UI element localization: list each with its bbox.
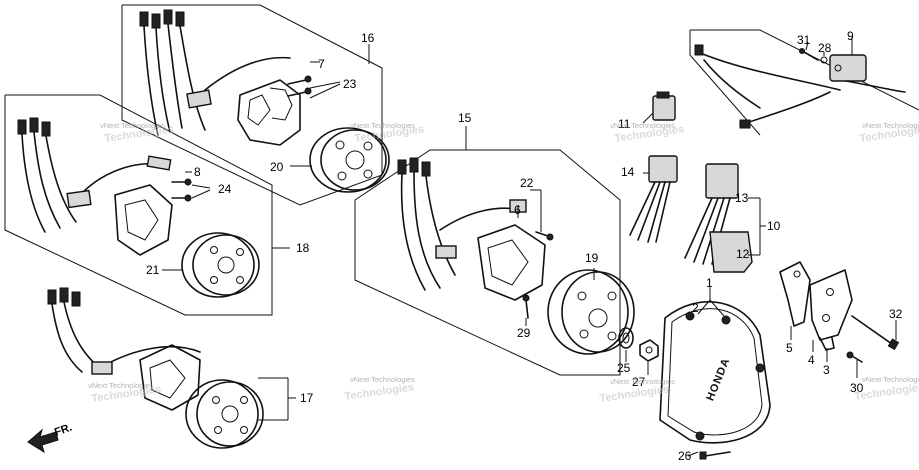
watermark-text: vNext Technologies [862,121,919,130]
watermark-text: vNext Technologies [100,121,165,130]
callout-5: 5 [786,341,793,355]
callout-31: 31 [797,33,811,47]
group-18-outline [4,94,273,316]
group-15-outline [354,149,621,376]
callout-6: 6 [514,203,521,217]
callout-24: 24 [218,182,232,196]
ignition-wiring-9 [689,29,919,136]
watermark-text: vNext Technologies [350,121,415,130]
callout-28: 28 [818,41,832,55]
watermark-text: Technologies [344,381,415,403]
stator-assembly-17 [47,287,264,449]
callout-27: 27 [632,375,646,389]
callout-18: 18 [296,241,310,255]
callout-3: 3 [823,363,830,377]
watermark-text: vNext Technologies [88,381,153,390]
callout-10: 10 [767,219,781,233]
callout-23: 23 [343,77,357,91]
mounting-brackets [779,261,853,351]
stator-assembly-18 [17,117,260,298]
stator-assembly-16 [139,9,390,193]
leader-lines [162,37,897,457]
callout-16: 16 [361,31,375,45]
callout-29: 29 [517,326,531,340]
callout-1: 1 [706,276,713,290]
generator-cover: HONDA [659,301,771,444]
callout-12: 12 [736,247,750,261]
callout-2: 2 [692,301,699,315]
electrical-units [629,91,753,273]
small-hardware [171,75,900,460]
callout-20: 20 [270,160,284,174]
watermark-text: vNext Technologies [610,121,675,130]
callout-32: 32 [889,307,903,321]
callout-26: 26 [678,449,692,463]
watermark-text: vNext Technologies [350,375,415,384]
callout-19: 19 [585,251,599,265]
callout-25: 25 [617,361,631,375]
watermark-text: vNext Technologies [610,377,675,386]
callout-7: 7 [318,57,325,71]
cover-brand: HONDA [704,356,732,403]
watermark-text: vNext Technologies [862,375,919,384]
callout-22: 22 [520,176,534,190]
callout-14: 14 [621,165,635,179]
stator-assembly-15 [397,157,635,355]
callout-13: 13 [735,191,749,205]
front-direction-arrow: FR. [27,421,74,454]
callout-8: 8 [194,165,201,179]
front-direction-label: FR. [53,421,74,438]
callout-9: 9 [847,29,854,43]
callout-30: 30 [850,381,864,395]
callout-17: 17 [300,391,314,405]
callout-11: 11 [618,117,631,131]
callout-15: 15 [458,111,472,125]
callout-21: 21 [146,263,160,277]
callout-labels: 16 7 23 20 8 24 18 21 17 15 22 6 19 29 2… [146,29,903,463]
watermark-text: Technologies [854,381,919,403]
callout-4: 4 [808,353,815,367]
